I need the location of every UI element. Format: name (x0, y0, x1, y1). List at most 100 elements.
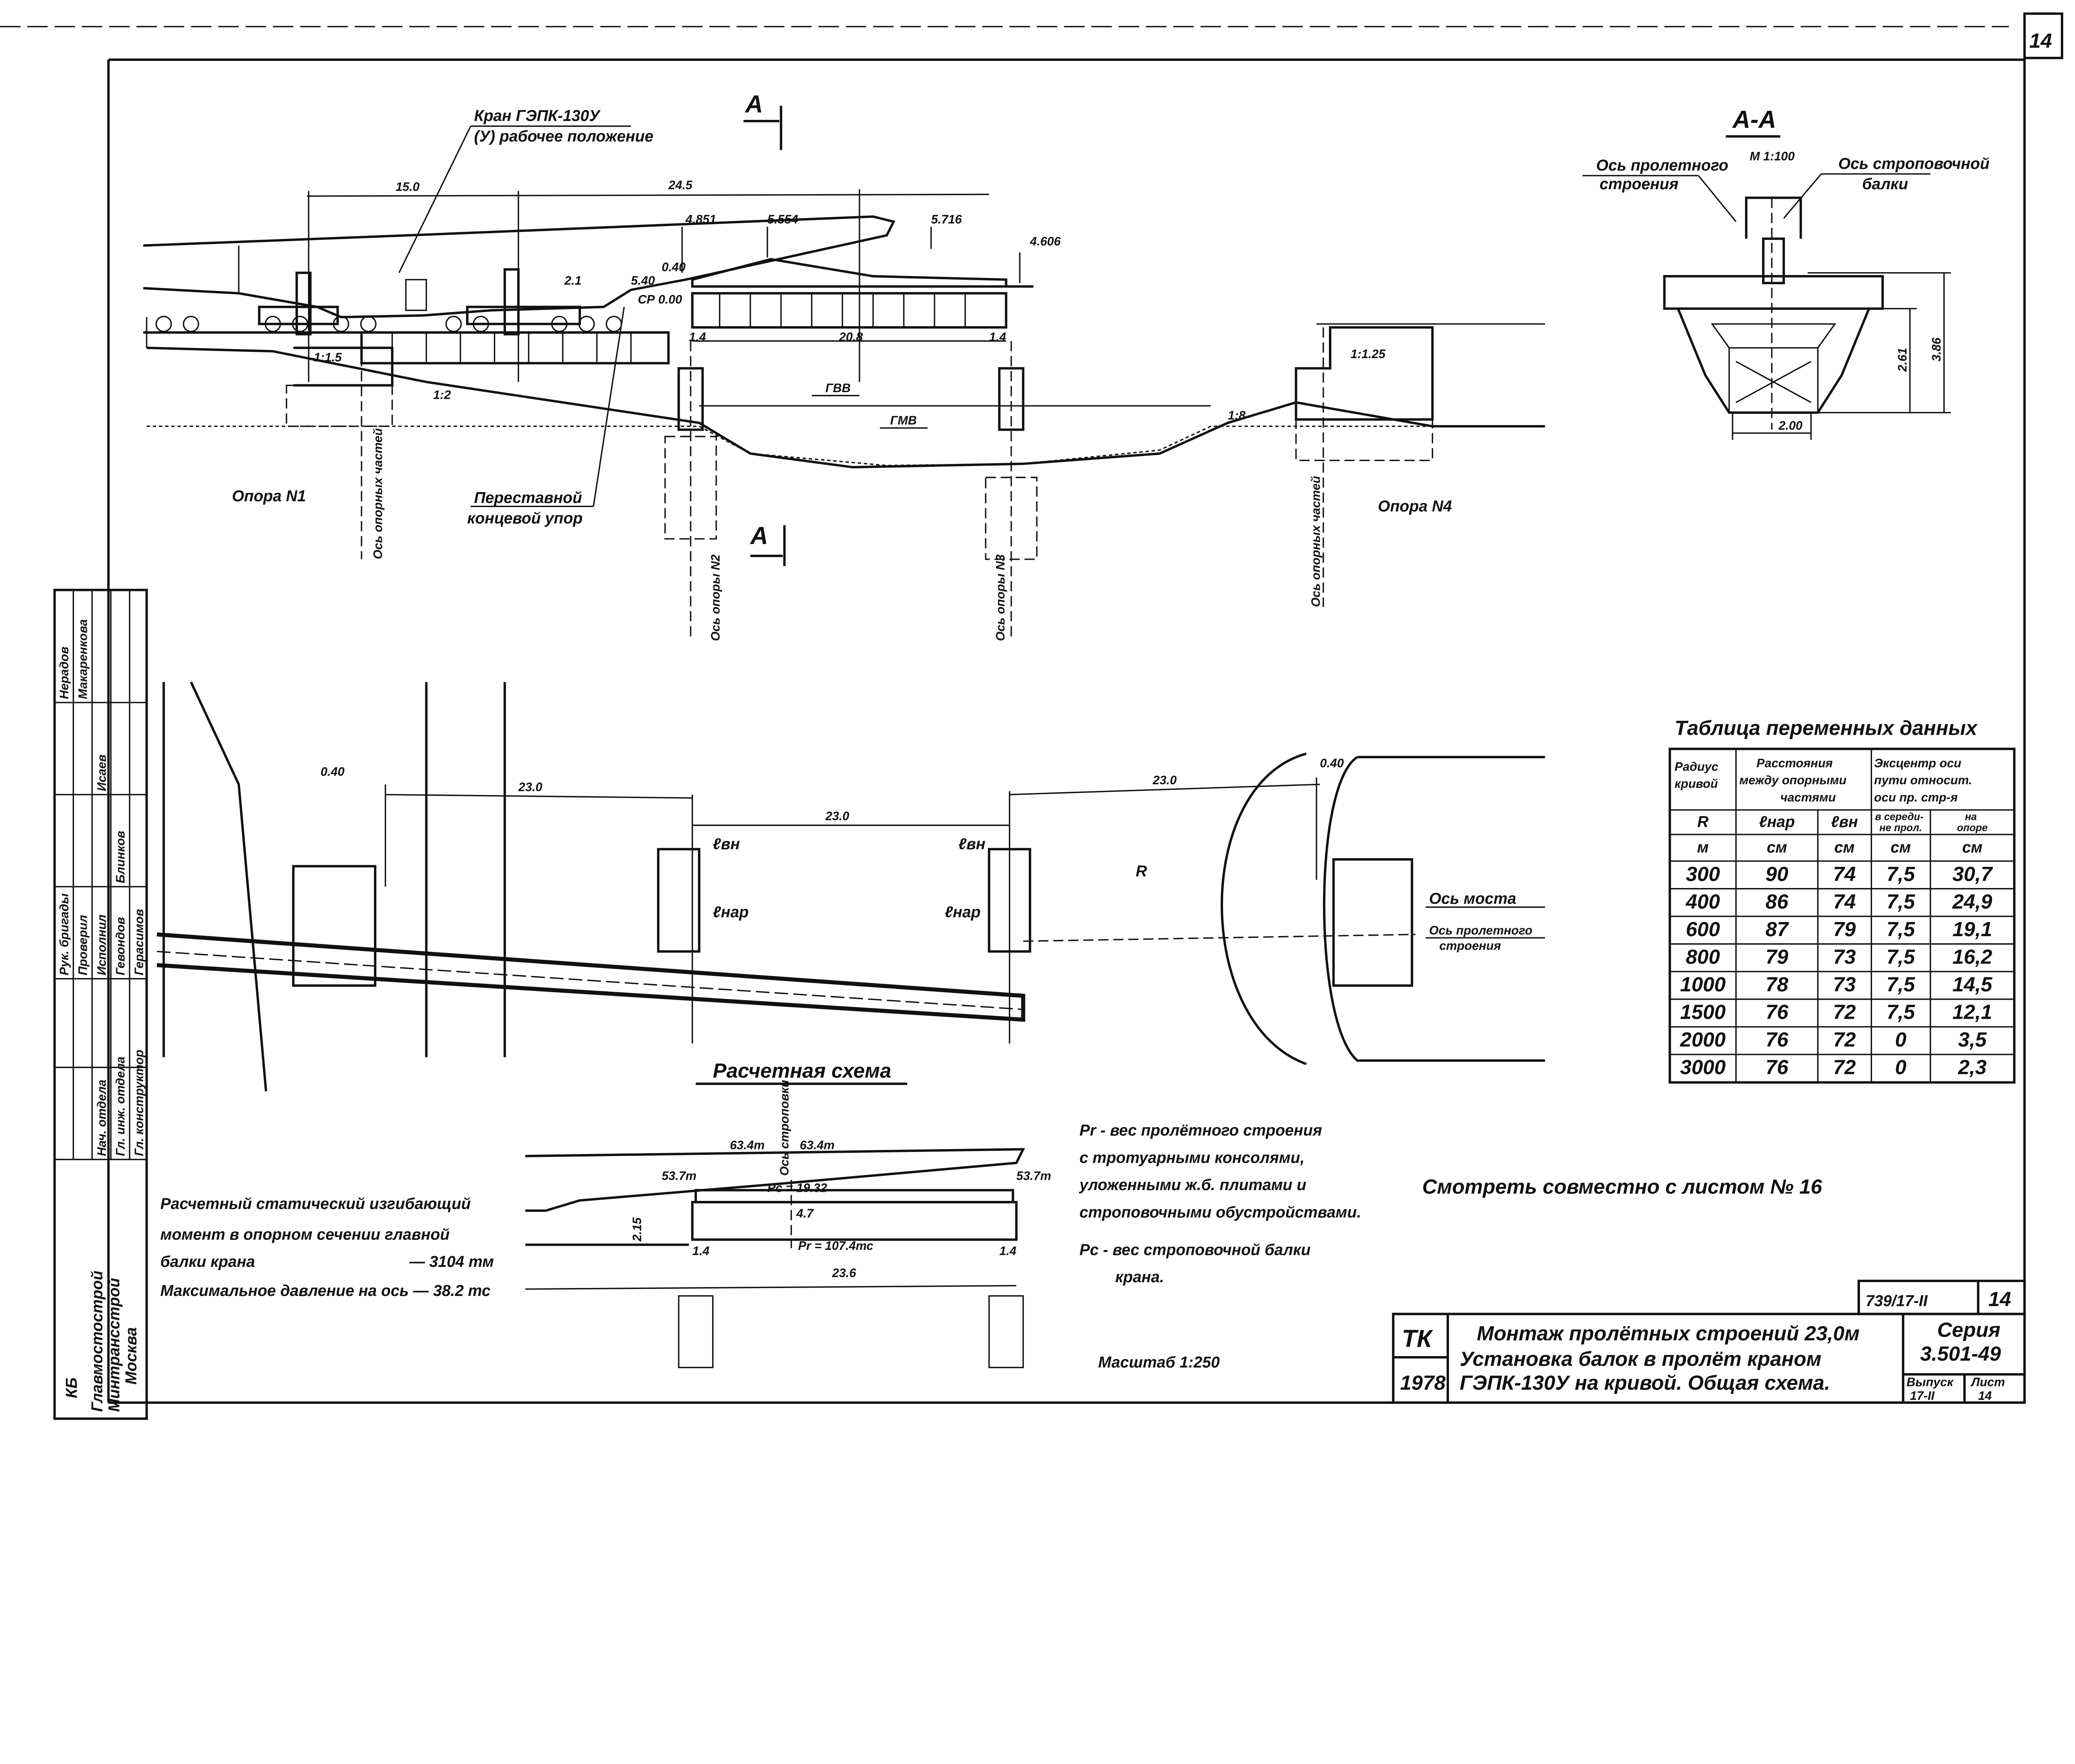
table-unit-cell: см (1962, 839, 1982, 856)
table-cell: 76 (1765, 1056, 1788, 1079)
calc-title: Расчетная схема (713, 1059, 891, 1082)
sheet-corner-number: 14 (2029, 29, 2052, 52)
table-cell: 72 (1833, 1056, 1856, 1079)
calc-height: 2.15 (630, 1217, 644, 1242)
table-unit-cell: м (1697, 839, 1709, 856)
level-5-554: 5.554 (767, 212, 798, 226)
section-mark-bottom: А (749, 522, 768, 549)
plan-dim-mid: 23.0 (825, 809, 850, 823)
calc-force-1: 63.4т (730, 1139, 765, 1152)
table-unit-cell: см (1891, 839, 1911, 856)
note-scale: Масштаб 1:250 (1098, 1354, 1220, 1371)
section-dim-3-86: 3.86 (1930, 337, 1943, 361)
water-low-label: ГМВ (890, 414, 917, 427)
table-cell: 16,2 (1953, 945, 1992, 968)
table-cell: 7,5 (1887, 973, 1915, 996)
axis-span-label-2: строения (1599, 176, 1678, 193)
table-cell: 12,1 (1953, 1001, 1992, 1024)
table-cell: 14,5 (1953, 973, 1993, 996)
tb-series-label: Серия (1937, 1319, 2000, 1342)
notes: Расчетный статический изгибающий момент … (160, 1122, 1822, 1371)
th-dist-2: между опорными (1739, 773, 1846, 787)
support-1-label: Опора N1 (232, 488, 306, 505)
note-moment-value: — 3104 тм (409, 1253, 494, 1271)
table-subheader-cell: ℓвн (1831, 813, 1858, 831)
axis-bearings-1: Ось опорных частей (371, 428, 385, 559)
plan-l-out-2: ℓнар (945, 904, 980, 921)
note-pc-2: крана. (1115, 1269, 1164, 1286)
table-cell: 79 (1833, 918, 1856, 941)
plan-offset-right: 0.40 (1320, 756, 1344, 770)
stamp-logo: КБ (63, 1377, 81, 1398)
note-moment-1: Расчетный статический изгибающий (160, 1195, 471, 1213)
table-cell: 600 (1686, 918, 1720, 941)
table-cell: 30,7 (1953, 863, 1994, 886)
crane-wheels (155, 316, 622, 332)
stamp-name-6: Макаренкова (76, 619, 90, 699)
note-pressure: Максимальное давление на ось — 38.2 тс (160, 1282, 491, 1300)
note-see-also: Смотреть совместно с листом № 16 (1422, 1175, 1822, 1198)
calc-force-2: 63.4т (800, 1139, 835, 1152)
axis-bearings-4: Ось опорных частей (1309, 476, 1323, 607)
slope-3: 1:1.25 (1350, 347, 1385, 361)
tb-sheet-value: 14 (1978, 1389, 1992, 1403)
crane-position-label: (У) рабочее положение (474, 128, 653, 145)
table-subheader-cell: ℓнар (1759, 813, 1794, 831)
th-radius-2: кривой (1675, 777, 1718, 791)
table-cell: 800 (1686, 945, 1720, 968)
table-cell: 300 (1686, 863, 1720, 886)
axis-span-label-1: Ось пролетного (1596, 157, 1728, 174)
note-moment-3: балки крана (160, 1253, 255, 1271)
stamp-name-4: Исаев (95, 754, 109, 791)
table-cell: 0 (1895, 1056, 1906, 1079)
support-4-label: Опора N4 (1378, 498, 1452, 515)
sheet-top: 14 (1988, 1288, 2011, 1311)
table-cell: 2000 (1680, 1028, 1726, 1051)
table-cell: 86 (1765, 890, 1788, 913)
tb-issue-label: Выпуск (1907, 1376, 1954, 1389)
note-pr-4: строповочными обустройствами. (1079, 1204, 1361, 1221)
stamp-role-1: Нач. отдела (95, 1080, 109, 1156)
table-cell: 72 (1833, 1001, 1856, 1024)
table-cell: 76 (1765, 1028, 1788, 1051)
calc-pr: Pr = 107.4тс (798, 1239, 874, 1253)
note-moment-2: момент в опорном сечении главной (160, 1226, 449, 1243)
table-cell: 74 (1833, 890, 1856, 913)
level-4-606: 4.606 (1030, 235, 1061, 249)
end-stop-label-1: Переставной (474, 489, 582, 507)
dim-1-4-left: 1.4 (689, 330, 706, 344)
stamp-role-2: Гл. инж. отдела (114, 1056, 127, 1156)
table-cell: 76 (1765, 1001, 1788, 1024)
stamp-org-3: Москва (123, 1327, 140, 1385)
th-dist-3: частями (1780, 791, 1836, 804)
stamp-name-3: Блинков (114, 831, 127, 883)
tb-issue-value: 17-II (1910, 1389, 1935, 1403)
th-ecc-3: оси пр. стр-я (1874, 791, 1958, 804)
plan-view: 23.0 23.0 23.0 0.40 0.40 ℓвн ℓвн ℓнар ℓн… (156, 681, 1545, 1092)
dim-15: 15.0 (395, 180, 420, 194)
table-cell: 3000 (1680, 1056, 1726, 1079)
table-cell: 73 (1833, 973, 1856, 996)
table-unit-cell: см (1767, 839, 1787, 856)
dim-5-40: 5.40 (631, 274, 655, 288)
table-cell: 72 (1833, 1028, 1856, 1051)
axis-support-2: Ось опоры N2 (709, 554, 723, 641)
note-pc-1: Pc - вес строповочной балки (1079, 1241, 1311, 1259)
side-stamp: Главмостострой Минтрансстрой Москва КБ Н… (53, 588, 148, 1420)
plan-l-out-1: ℓнар (713, 904, 749, 921)
table-cell: 3,5 (1958, 1028, 1987, 1051)
calc-axis-label: Ось строповки (778, 1080, 791, 1176)
stamp-name-5: Нерадов (57, 647, 71, 699)
tb-title-3: ГЭПК-130У на кривой. Общая схема. (1460, 1371, 1830, 1394)
stamp-role-3: Гл. конструктор (132, 1050, 146, 1156)
dim-0-40: 0.40 (662, 260, 686, 274)
table-unit-cell: см (1834, 839, 1855, 856)
calculation-scheme: Расчетная схема Ось строповки 63.4т 63.4… (525, 1059, 1051, 1369)
table-cell: 19,1 (1953, 918, 1992, 941)
calc-a1: 1.4 (692, 1244, 709, 1258)
note-pr-3: уложенными ж.б. плитами и (1079, 1176, 1306, 1194)
slope-4: 1:8 (1228, 409, 1246, 422)
tb-title-2: Установка балок в пролёт краном (1460, 1347, 1821, 1370)
dim-24-5: 24.5 (668, 178, 693, 192)
plan-l-in-1: ℓвн (713, 835, 740, 853)
